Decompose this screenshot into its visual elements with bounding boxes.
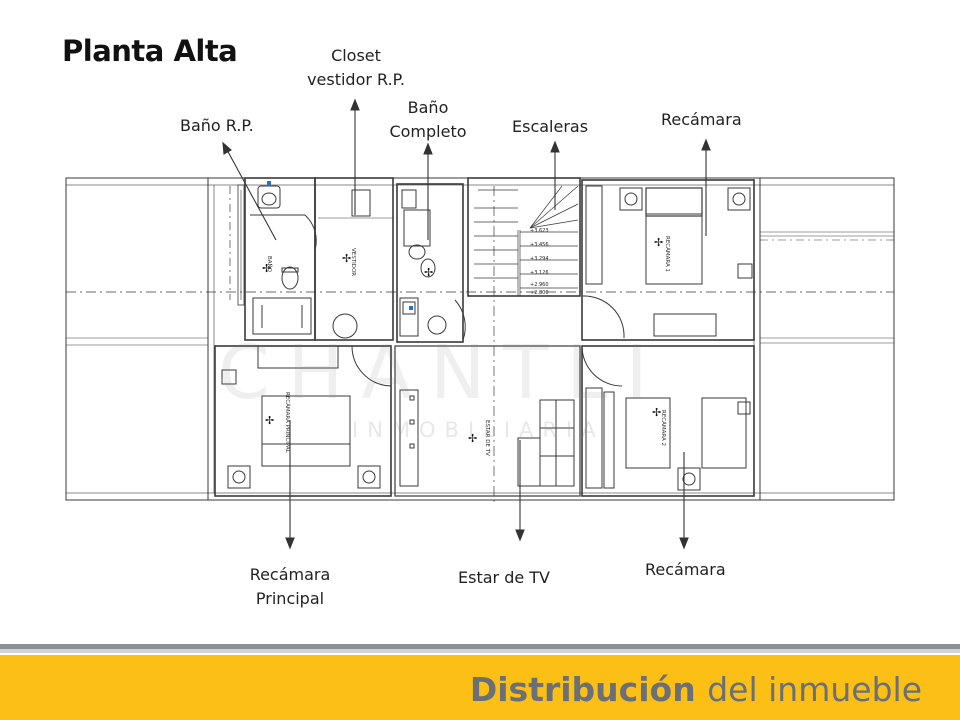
tag-recamara-1: RECÁMARA 1 [664, 236, 671, 272]
wall-estar-tv [394, 345, 581, 497]
watermark-brand: CHANTLI [218, 330, 666, 416]
wall-recamara-2 [581, 345, 755, 497]
label-recamara-bottom: Recámara [645, 560, 726, 579]
label-recamara-principal-line1: Recámara [249, 565, 331, 584]
label-estar-tv: Estar de TV [458, 568, 550, 587]
level-2: +3.456 [530, 242, 549, 248]
tag-recamara-principal: RECÁMARA PRINCIPAL [284, 392, 291, 454]
svg-text:✢: ✢ [468, 432, 477, 445]
tag-estar-tv: ESTAR DE TV [484, 420, 490, 456]
tag-bano: BAÑO [266, 256, 273, 273]
wall-bano-completo [396, 183, 464, 343]
label-closet-line2: vestidor R.P. [307, 70, 405, 89]
label-bano-rp: Baño R.P. [180, 116, 254, 135]
level-5: +2.960 [530, 282, 549, 288]
level-4: +3.126 [530, 270, 549, 276]
footer-title-part2: del inmueble [707, 670, 922, 709]
tag-vestidor: VESTIDOR [350, 248, 356, 276]
wall-closet [314, 177, 394, 341]
footer-divider [0, 644, 960, 649]
label-recamara-principal-line2: Principal [255, 589, 325, 608]
plan-inner-frame [65, 184, 895, 494]
label-bano-line1: Baño [407, 98, 449, 117]
footer-title: Distribución del inmueble [470, 670, 922, 709]
footer-divider-light [0, 649, 960, 653]
label-recamara-top: Recámara [661, 110, 742, 129]
label-closet-vestidor: Closet vestidor R.P. [296, 44, 416, 92]
footer-band [0, 655, 960, 720]
svg-text:✢: ✢ [342, 252, 351, 265]
level-3: +3.294 [530, 256, 549, 262]
svg-text:✢: ✢ [265, 414, 274, 427]
svg-text:✢: ✢ [262, 262, 271, 275]
svg-text:✢: ✢ [652, 406, 661, 419]
wall-recamara-1 [581, 179, 755, 341]
label-bano-line2: Completo [389, 122, 467, 141]
label-closet-line1: Closet [331, 46, 381, 65]
wall-escaleras [467, 177, 581, 297]
level-1: +3.623 [530, 228, 549, 234]
svg-text:✢: ✢ [424, 266, 433, 279]
watermark-sub: INMOBILIARIA [352, 418, 605, 442]
label-recamara-principal: Recámara Principal [238, 563, 342, 611]
tag-recamara-2: RECÁMARA 2 [660, 410, 667, 446]
footer-title-part1: Distribución [469, 670, 696, 709]
level-6: +2.800 [530, 290, 549, 296]
svg-text:✢: ✢ [654, 236, 663, 249]
page-title: Planta Alta [62, 34, 238, 68]
label-escaleras: Escaleras [512, 117, 589, 136]
label-bano-completo: Baño Completo [378, 96, 478, 144]
